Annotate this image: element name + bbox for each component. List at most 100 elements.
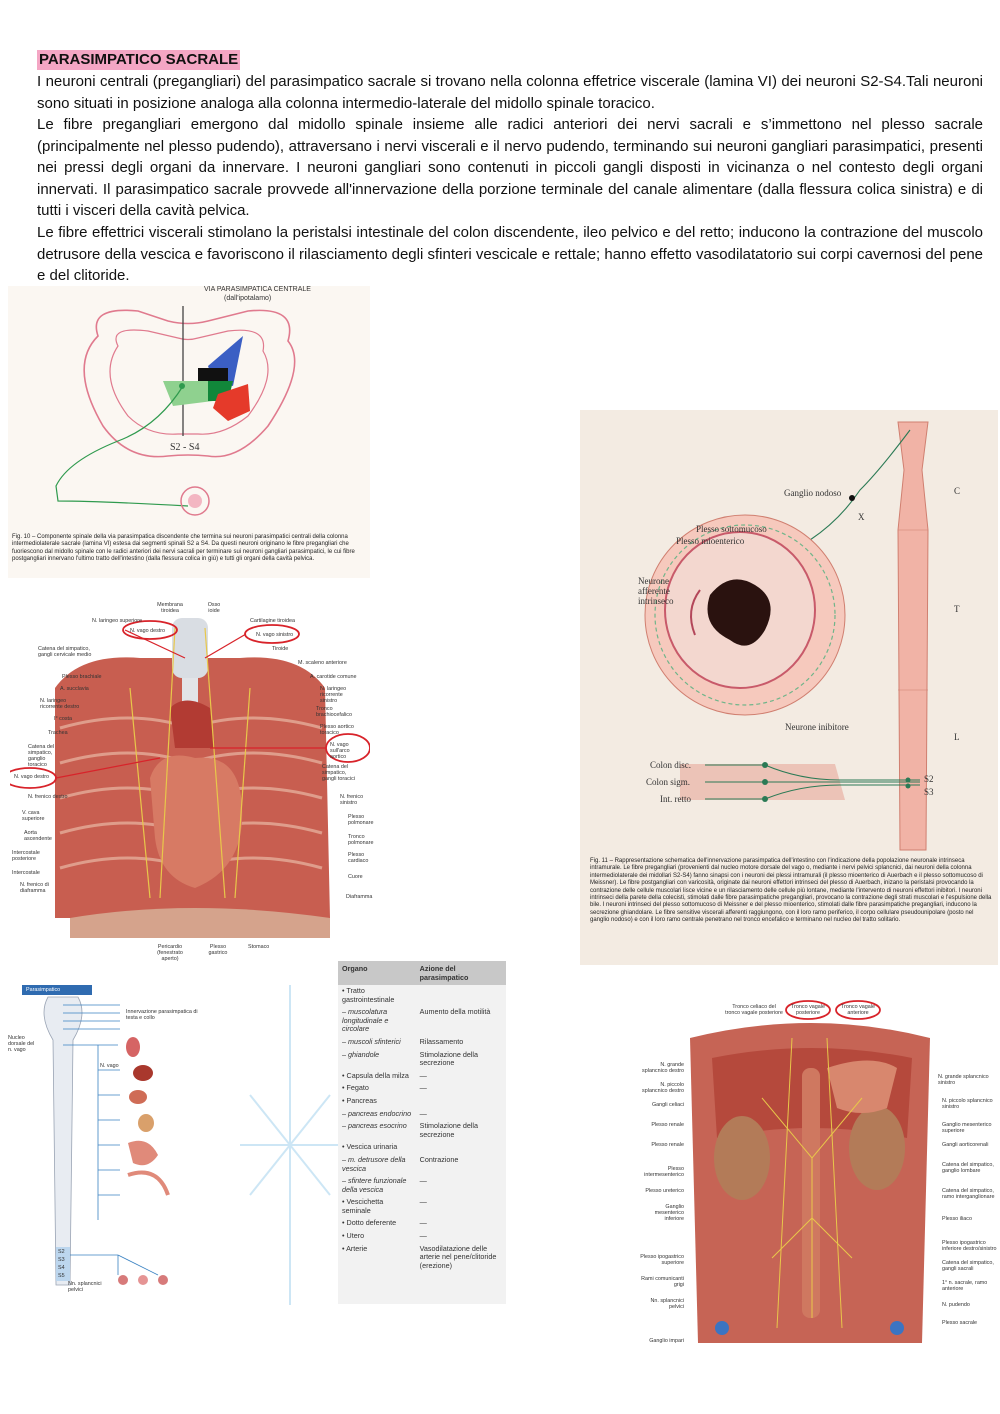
thorax-illustration: [10, 618, 370, 938]
table-cell: – ghiandole: [342, 1049, 380, 1059]
scheme-segment-s5: S5: [58, 1273, 65, 1279]
label-plesso-mioenterico: Plesso mioenterico: [676, 536, 745, 546]
thorax-left-label-5: N. laringeo ricorrente destro: [40, 698, 80, 710]
label-t: T: [954, 604, 960, 614]
thorax-bottom-label-1: Plesso gastrico: [208, 944, 228, 956]
thorax-left-label-9: N. vago destro: [14, 774, 50, 780]
label-x: X: [858, 512, 865, 522]
table-row: • Vescichetta seminale—: [338, 1196, 506, 1217]
table-cell: —: [419, 1231, 427, 1241]
abdomen-left-label-0: N. grande splancnico destro: [642, 1062, 684, 1074]
table-row: – pancreas endocrino —: [338, 1108, 506, 1121]
table-cell: Rilassamento: [419, 1036, 464, 1046]
label-plesso-sottomucoso: Plesso sottomucoso: [696, 524, 767, 534]
thorax-left-label-1: N. vago destro: [130, 628, 166, 634]
thorax-left-label-2: Catena del simpatico, gangli cervicale m…: [38, 646, 92, 658]
abdomen-right-label-8: Catena del simpatico, gangli sacrali: [942, 1260, 994, 1272]
organ-action-table: Organo Azione del parasimpatico • Tratto…: [338, 961, 506, 1304]
abdomen-top-label-2: Tronco vagale anteriore: [841, 1004, 875, 1016]
table-cell: • Vescichetta seminale: [342, 1197, 384, 1215]
thorax-top-label-0: Membrana tiroidea: [157, 602, 183, 614]
table-cell: • Fegato: [342, 1083, 369, 1093]
thorax-right-label-14: Cuore: [348, 874, 363, 880]
thorax-left-label-0: N. laringeo superiore: [92, 618, 143, 624]
thorax-left-label-12: Aorta ascendente: [24, 830, 52, 842]
table-cell: [416, 1095, 506, 1108]
abdomen-right-label-3: Gangli aorticorenali: [942, 1142, 989, 1148]
fig11-caption: Fig. 11 – Rappresentazione schematica de…: [590, 858, 992, 924]
scheme-pelvic-label: Nn. splancnici pelvici: [68, 1281, 102, 1293]
scheme-segment-s3: S3: [58, 1257, 65, 1263]
table-row: • Vescica urinaria: [338, 1141, 506, 1154]
table-row: • Capsula della milza—: [338, 1070, 506, 1083]
table-cell: Vasodilatazione delle arterie nel pene/c…: [419, 1243, 497, 1270]
scheme-segment-s4: S4: [58, 1265, 65, 1271]
abdomen-right-label-1: N. piccolo splancnico sinistro: [942, 1098, 993, 1110]
paragraph-2: Le fibre pregangliari emergono dal midol…: [37, 116, 983, 219]
table-row: – ghiandole Stimolazione della secrezione: [338, 1049, 506, 1070]
table-cell: – muscoli sfinterici: [342, 1036, 401, 1046]
table-cell: – sfintere funzionale della vescica: [342, 1176, 407, 1194]
table-cell: [416, 1141, 506, 1154]
table-cell: —: [419, 1108, 427, 1118]
label-colon-disc: Colon disc.: [650, 760, 692, 770]
thorax-left-label-15: N. frenico di diaframma: [20, 882, 49, 894]
table-cell: • Tratto gastrointestinale: [342, 986, 395, 1004]
label-c: C: [954, 486, 961, 496]
abdomen-left-label-5: Plesso intermesenterico: [644, 1166, 684, 1178]
table-cell: • Utero: [342, 1231, 365, 1241]
abdomen-left-label-7: Ganglio mesenterico inferiore: [654, 1204, 684, 1222]
fig10-header-2: (dall'ipotalamo): [224, 295, 272, 302]
label-neurone-inibitore: Neurone inibitore: [785, 722, 849, 732]
abdomen-left-label-11: Ganglio impari: [649, 1338, 684, 1344]
abdomen-left-label-3: Plesso renale: [651, 1122, 684, 1128]
thorax-right-label-0: Cartilagine tiroidea: [250, 618, 295, 624]
thorax-right-label-6: Tronco brachiocefalico: [316, 706, 352, 718]
abdomen-right-label-5: Catena del simpatico, ramo interganglion…: [942, 1188, 995, 1200]
table-row: • Dotto deferente—: [338, 1217, 506, 1230]
scheme-segment-s2: S2: [58, 1249, 65, 1255]
table-row: • Fegato —: [338, 1082, 506, 1095]
table-cell: • Dotto deferente: [342, 1218, 397, 1228]
table-cell: Contrazione: [419, 1154, 459, 1164]
abdomen-right-label-4: Catena del simpatico, ganglio lombare: [942, 1162, 994, 1174]
abdomen-right-label-0: N. grande splancnico sinistro: [938, 1074, 989, 1086]
table-header-azione: Azione del parasimpatico: [415, 961, 506, 985]
abdomen-illustration: [690, 1000, 930, 1343]
label-neurone-afferente: Neurone afferente intrinseco: [638, 576, 674, 606]
figure-11: Ganglio nodoso Plesso sottomucoso Plesso…: [580, 410, 998, 965]
table-cell: —: [419, 1176, 427, 1186]
table-cell: • Capsula della milza: [342, 1070, 409, 1080]
table-cell: —: [419, 1083, 427, 1093]
abdomen-left-label-9: Rami comunicanti grigi: [641, 1276, 684, 1288]
figure-10: VIA PARASIMPATICA CENTRALE (dall'ipotala…: [8, 286, 370, 578]
thorax-right-label-9: Catena del simpatico, gangli toracici: [322, 764, 355, 782]
light-burst-decoration: [240, 985, 340, 1305]
thorax-right-label-15: Diaframma: [346, 894, 373, 900]
table-header-organo: Organo: [338, 961, 416, 985]
fig10-caption: Fig. 10 – Componente spinale della via p…: [12, 534, 355, 563]
thorax-left-label-10: N. frenico destro: [28, 794, 68, 800]
thorax-top-label-1: Osso ioide: [207, 602, 221, 614]
table-cell: Stimolazione della secrezione: [419, 1049, 479, 1068]
table-cell: – pancreas endocrino: [342, 1108, 412, 1118]
thorax-left-label-13: Intercostale posteriore: [12, 850, 40, 862]
abdomen-top-label-1: Tronco vagale posteriore: [791, 1004, 825, 1016]
label-ganglio-nodoso: Ganglio nodoso: [784, 488, 842, 498]
abdomen-left-label-1: N. piccolo splancnico destro: [642, 1082, 684, 1094]
table-row: – muscoli sfinterici Rilassamento: [338, 1036, 506, 1049]
table-cell: • Vescica urinaria: [342, 1142, 398, 1152]
thorax-left-label-8: Catena del simpatico, ganglio toracico: [28, 744, 55, 768]
thorax-right-label-7: Plesso aortico toracico: [320, 724, 354, 736]
abdomen-top-label-0: Tronco celiaco del tronco vagale posteri…: [725, 1004, 783, 1016]
abdomen-anatomy-figure: Tronco celiaco del tronco vagale posteri…: [612, 998, 1000, 1350]
label-l: L: [954, 732, 960, 742]
label-colon-sigm: Colon sigm.: [646, 777, 691, 787]
scheme-top-label: Innervazione parasimpatica di testa e co…: [126, 1009, 198, 1021]
table-cell: – muscolatura longitudinale e circolare: [342, 1007, 389, 1034]
abdomen-right-label-7: Plesso ipogastrico inferiore destro/sini…: [942, 1240, 997, 1252]
thorax-left-label-11: V. cava superiore: [22, 810, 45, 822]
